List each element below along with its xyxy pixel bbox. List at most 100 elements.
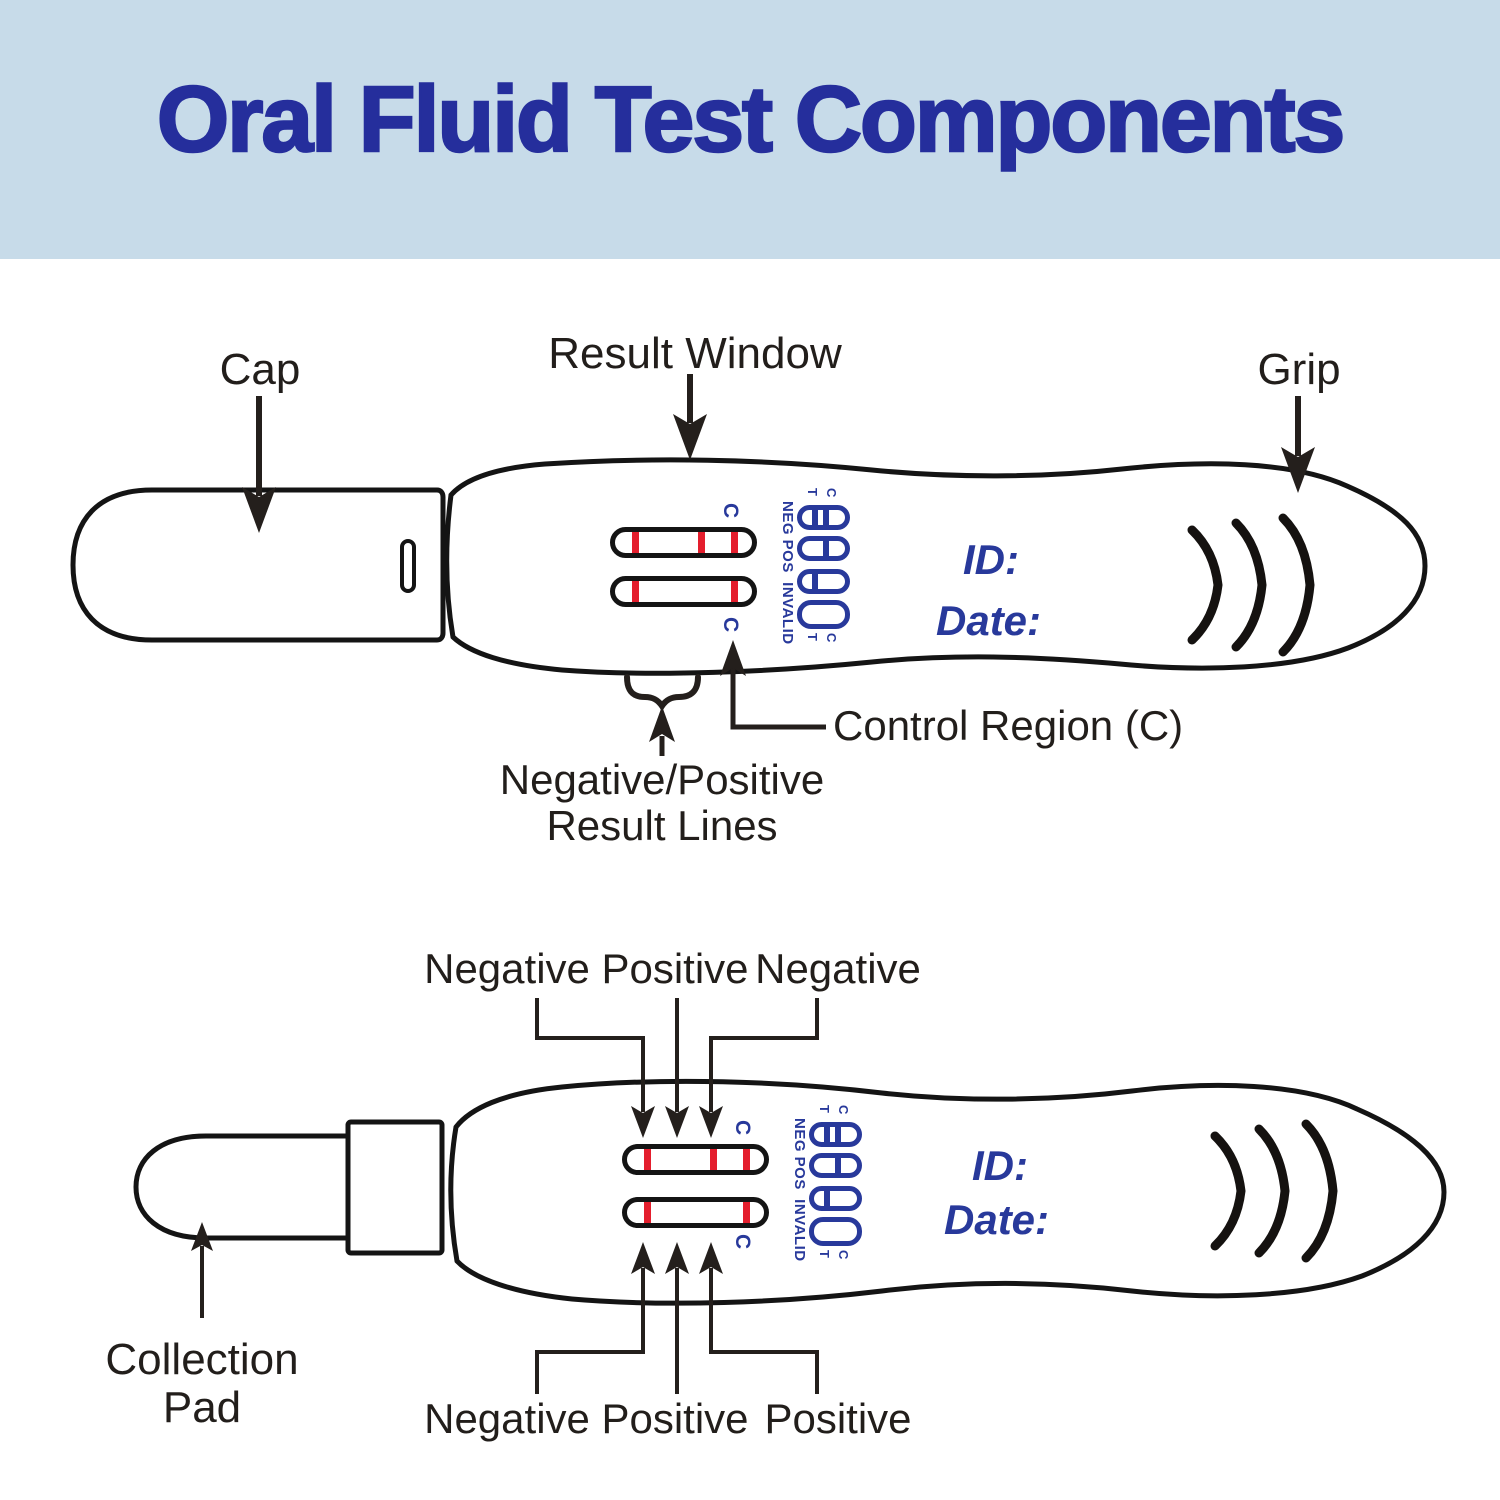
chevron-icon [1278,513,1315,657]
cap-arrow-head [242,487,276,533]
header-band: Oral Fluid Test Components [0,0,1500,259]
date-field-label: Date: [944,1196,1050,1243]
bottom-result-label-3: Positive [764,1395,912,1442]
control-line [743,1149,750,1170]
control-line [743,1202,750,1223]
test-line [632,532,639,553]
top-result-label-2: Positive [601,945,749,992]
chevron-icon [1231,518,1267,652]
device2-outline [133,1078,1447,1306]
grip-chevrons-device2 [1210,1119,1338,1263]
top-result-connectors [535,998,819,1138]
bottom-result-connectors [535,1242,819,1394]
legend-pill-invalid-1 [809,1186,862,1211]
brace-icon [624,674,701,712]
control-mark-bottom: C [719,617,742,633]
top-result-label-1: Negative [424,945,590,992]
connector-arrow-head [699,1106,723,1138]
result-lines-label-line2: Result Lines [546,802,778,849]
id-field-label: ID: [963,536,1019,583]
grip-chevrons-device1 [1187,513,1315,657]
control-mark-top: C [731,1120,754,1136]
page-title: Oral Fluid Test Components [156,66,1347,173]
device1-body [444,457,1428,676]
legend-t-mark: T [805,488,820,496]
status-scale-text: NEG POS INVALID [779,501,796,645]
grip-arrow-head [1281,447,1315,493]
status-scale-text: NEG POS INVALID [791,1118,808,1262]
device1-cap [70,487,446,643]
test-line [632,581,639,602]
cap-slot [400,539,416,593]
connector-arrow-head [631,1106,655,1138]
chevron-icon [1254,1124,1290,1258]
bottom-result-label-2: Positive [601,1395,749,1442]
legend-pill-invalid-2 [797,600,850,629]
result-lines-label-line1: Negative/Positive [499,756,825,803]
control-mark-top: C [719,503,742,519]
result-window-arrow-head [673,414,707,460]
test-line [644,1202,651,1223]
legend-line [824,1127,830,1142]
date-field-label: Date: [936,597,1042,644]
id-field-label: ID: [972,1142,1028,1189]
collection-pad-label-line1: Collection [105,1335,299,1384]
test-strip-top-device1 [610,527,757,558]
legend-pill-positive [809,1153,862,1178]
legend-line [824,1191,830,1206]
test-strip-bottom-device2 [622,1197,769,1228]
collection-pad-shape [133,1133,355,1241]
connector-line [535,1268,645,1394]
legend-line [812,510,818,525]
connector-arrow-head [699,1242,723,1274]
device1-outline [70,457,1428,676]
control-region-label: Control Region (C) [833,702,1184,749]
legend-t-mark: T [817,1250,832,1258]
legend-pill-positive [797,536,850,561]
chevron-icon [1187,525,1223,645]
legend-c-mark: C [824,488,839,498]
legend-pill-invalid-2 [809,1217,862,1246]
legend-c-mark: C [836,1105,851,1115]
control-region-arrow-head [720,640,746,676]
result-window-label: Result Window [548,329,842,378]
grip-label: Grip [1257,345,1341,394]
test-line [644,1149,651,1170]
legend-line [835,1158,841,1173]
control-region-connector [720,640,826,730]
control-mark-bottom: C [731,1234,754,1250]
pad-collar [345,1119,445,1256]
test-line [698,532,705,553]
bottom-result-label-1: Negative [424,1395,590,1442]
control-line [731,532,738,553]
connector-arrow-head [665,1242,689,1274]
collection-pad-arrow-head [191,1222,213,1251]
callout-arrows [242,374,1315,533]
connector-line [535,998,645,1112]
control-line [731,581,738,602]
legend-pill-invalid-1 [797,569,850,594]
legend-line [823,541,829,556]
legend-line [835,1127,841,1142]
control-region-line [730,666,826,730]
cap-label: Cap [219,345,301,394]
connector-line [709,1268,819,1394]
legend-line [812,574,818,589]
connector-arrow-head [665,1106,689,1138]
connector-line [709,998,819,1112]
legend-pill-negative [797,505,850,530]
legend-line [823,510,829,525]
collection-pad-label-line2: Pad [162,1383,242,1432]
legend-pill-negative [809,1122,862,1147]
device2-body [448,1078,1447,1306]
test-strip-top-device2 [622,1144,769,1175]
result-lines-pointer [624,674,701,756]
collection-pad-pointer [191,1222,213,1318]
legend-t-mark: T [805,633,820,641]
legend-c-mark: C [824,633,839,643]
chevron-icon [1301,1119,1338,1263]
top-result-label-3: Negative [755,945,921,992]
chevron-icon [1210,1131,1246,1251]
